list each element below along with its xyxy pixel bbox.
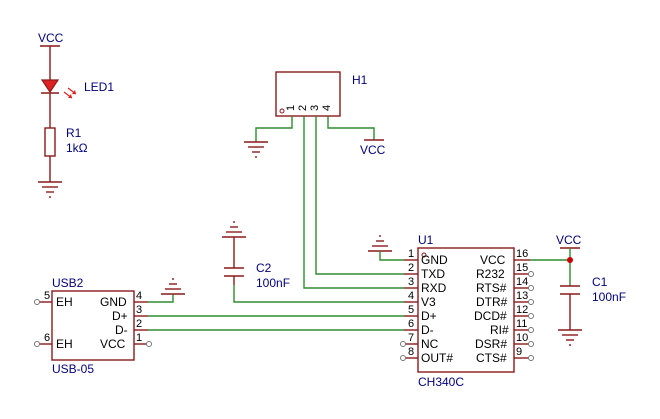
usb2-pin3-name: D+	[112, 309, 128, 323]
u1-pin15-name: R232	[476, 267, 505, 281]
c1-ref: C1	[592, 275, 608, 289]
usb2-pin1-end	[146, 341, 152, 347]
u1-body[interactable]	[417, 247, 515, 373]
u1-pin14-num: 14	[516, 276, 528, 288]
u1-pin3-num: 3	[408, 276, 414, 288]
u1-pin1-marker	[421, 252, 427, 258]
usb2-pin5-name: EH	[56, 295, 73, 309]
u1-pin9-num: 9	[516, 346, 522, 358]
h1-ref: H1	[352, 73, 368, 87]
usb2-pin2-name: D-	[115, 323, 128, 337]
c1-ground-icon	[558, 329, 582, 346]
ic-ch340c: U1 CH340C 1 GND 2 TXD 3 RXD	[368, 233, 570, 389]
c1-vcc-label: VCC	[556, 233, 582, 247]
u1-pin1-name: GND	[421, 253, 448, 267]
u1-gnd-wire	[379, 251, 404, 261]
u1-pin12-name: DCD#	[474, 309, 507, 323]
h1-pin1-wire	[255, 116, 293, 142]
u1-pin8-num: 8	[408, 346, 414, 358]
led1-light-arrows-icon	[63, 87, 77, 99]
led1-body[interactable]	[40, 79, 60, 94]
u1-pin13-num: 13	[516, 290, 528, 302]
u1-pin11-num: 11	[516, 318, 527, 330]
u1-pin11-name: RI#	[490, 323, 509, 337]
u1-pin14-name: RTS#	[476, 281, 507, 295]
h1-pin3-txd-wire	[315, 116, 404, 275]
c2-ref: C2	[256, 261, 272, 275]
c2-v3-wire	[233, 285, 404, 303]
u1-pin9-name: CTS#	[476, 351, 507, 365]
usb-connector: USB2 USB-05 5 EH 6 EH GND 4 D+ 3 D- 2 VC…	[34, 276, 404, 376]
header-h1: H1 1 2 3 4 VCC	[244, 71, 404, 289]
usb2-pin2-num: 2	[136, 318, 142, 330]
h1-body[interactable]	[275, 71, 341, 117]
led-vcc-label: VCC	[38, 31, 64, 45]
u1-pin8-name: OUT#	[421, 351, 453, 365]
r1-body[interactable]	[44, 127, 56, 157]
u1-pin12-num: 12	[516, 304, 528, 316]
h1-pin-3: 3	[309, 105, 321, 111]
u1-pin16-name: VCC	[480, 253, 506, 267]
c1-value: 100nF	[592, 290, 626, 304]
u1-ground-icon	[368, 235, 392, 252]
u1-pin6-num: 6	[408, 318, 414, 330]
h1-pin4-wire	[327, 116, 375, 140]
u1-pin15-num: 15	[516, 262, 528, 274]
u1-pin6-name: D-	[421, 323, 434, 337]
u1-pin7-name: NC	[421, 337, 439, 351]
led-section: VCC LED1 R1 1kΩ	[38, 31, 114, 198]
usb2-pin6-end	[34, 341, 40, 347]
usb2-ground-icon	[161, 278, 185, 295]
h1-pin-2: 2	[297, 105, 309, 111]
usb2-gnd-wire	[148, 294, 174, 303]
u1-ref: U1	[418, 233, 434, 247]
u1-left-pin-leads	[400, 259, 418, 361]
h1-pin1-marker	[279, 108, 285, 114]
led1-ref: LED1	[84, 80, 114, 94]
usb2-pin1-name: VCC	[100, 337, 126, 351]
u1-right-pin-leads	[514, 259, 534, 361]
usb2-pin5-num: 5	[44, 290, 50, 302]
u1-pin13-name: DTR#	[476, 295, 508, 309]
usb2-ref: USB2	[52, 276, 84, 290]
r1-ref: R1	[66, 126, 82, 140]
u1-pin4-name: V3	[421, 295, 436, 309]
h1-ground-icon	[244, 141, 268, 158]
u1-pin7-num: 7	[408, 332, 414, 344]
u1-pin10-name: DSR#	[475, 337, 507, 351]
capacitor-c1: VCC C1 100nF	[556, 233, 626, 346]
usb2-pin3-num: 3	[136, 304, 142, 316]
usb2-part: USB-05	[52, 362, 94, 376]
usb2-pin4-name: GND	[100, 295, 127, 309]
u1-pin16-num: 16	[516, 248, 528, 260]
h1-pin-4: 4	[321, 105, 333, 111]
usb2-pin6-name: EH	[56, 337, 73, 351]
u1-pin4-num: 4	[408, 290, 414, 302]
usb2-pin6-num: 6	[44, 332, 50, 344]
h1-vcc-label: VCC	[360, 143, 386, 157]
r1-value: 1kΩ	[66, 141, 88, 155]
c2-value: 100nF	[256, 276, 290, 290]
u1-pin10-num: 10	[516, 332, 528, 344]
usb2-pin4-num: 4	[136, 290, 142, 302]
h1-pin-1: 1	[285, 105, 297, 111]
h1-pin2-rxd-wire	[303, 116, 404, 289]
capacitor-c2: C2 100nF	[222, 221, 404, 303]
usb2-body[interactable]	[51, 290, 135, 361]
u1-pin5-name: D+	[421, 309, 437, 323]
vcc-junction-dot	[567, 257, 573, 263]
led-ground-icon	[38, 181, 62, 198]
u1-pin5-num: 5	[408, 304, 414, 316]
u1-pin3-name: RXD	[421, 281, 447, 295]
u1-pin2-name: TXD	[421, 267, 445, 281]
u1-pin2-num: 2	[408, 262, 414, 274]
u1-part: CH340C	[418, 375, 464, 389]
usb2-pin1-num: 1	[136, 332, 142, 344]
u1-pin1-num: 1	[408, 248, 414, 260]
c2-ground-icon	[222, 221, 246, 238]
usb2-pin5-end	[34, 299, 40, 305]
